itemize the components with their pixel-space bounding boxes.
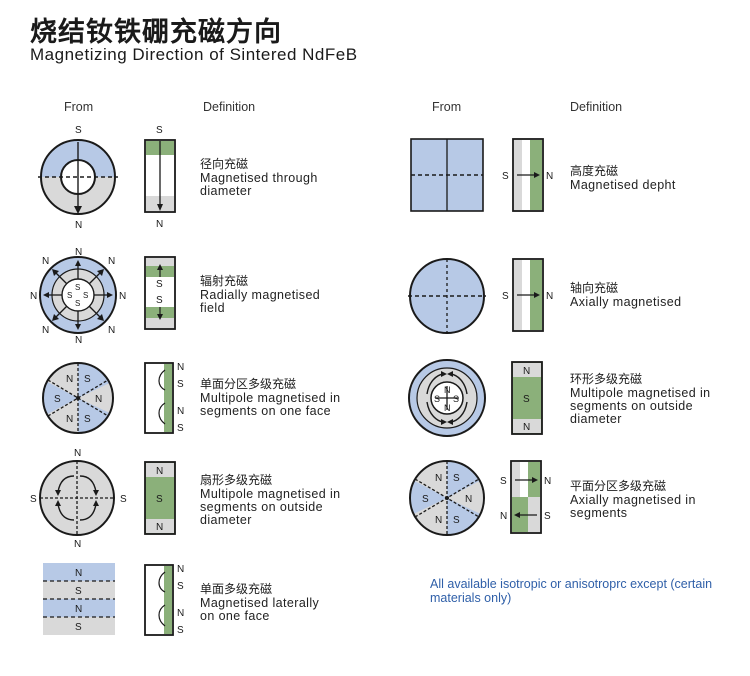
pole-label-s: S <box>544 511 551 522</box>
side-view-multipole-one-face: N S N S <box>144 362 184 434</box>
pole-label-s: S <box>453 473 460 484</box>
pole-label-s: S <box>67 291 72 300</box>
pole-label-s: S <box>500 476 507 487</box>
pole-label-n: N <box>523 422 530 433</box>
side-view-lateral-one-face: N S N S <box>144 564 184 636</box>
pole-label-s: S <box>30 494 37 505</box>
item-label-multipole-sector: 扇形多级充磁 Multipole magnetised in segments … <box>200 473 341 527</box>
pole-label-n: N <box>444 403 451 413</box>
pole-label-s: S <box>177 379 184 390</box>
diagram-radial-through-diameter: S N <box>38 125 118 231</box>
pole-label-n: N <box>95 394 102 405</box>
pole-label-s: S <box>177 581 184 592</box>
pole-label-s: S <box>422 494 429 505</box>
pole-label-n: N <box>108 325 115 336</box>
diagram-multipole-one-face: N S S N N S <box>42 362 114 434</box>
pole-label-n: N <box>30 291 37 302</box>
header-from-left: From <box>64 100 94 114</box>
pole-label-n: N <box>177 362 184 373</box>
page-title-cn: 烧结钕铁硼充磁方向 <box>30 17 282 48</box>
pole-label-s: S <box>75 283 80 292</box>
item-label-ring-multipole: 环形多级充磁 Multipole magnetised in segments … <box>570 372 711 426</box>
page-title-en: Magnetizing Direction of Sintered NdFeB <box>30 45 358 64</box>
pole-label-n: N <box>177 564 184 575</box>
item-label-multipole-one-face: 单面分区多级充磁 Multipole magnetised in segment… <box>200 377 341 418</box>
pole-label-n: N <box>177 406 184 417</box>
pole-label-n: N <box>74 539 81 550</box>
pole-label-s: S <box>75 622 82 633</box>
pole-label-n: N <box>156 466 163 477</box>
side-view-multipole-sector: N S N <box>144 461 176 535</box>
pole-label-n: N <box>75 247 82 258</box>
pole-label-s: S <box>156 494 163 505</box>
pole-label-n: N <box>523 366 530 377</box>
item-label-depth: 高度充磁 Magnetised depht <box>570 164 676 192</box>
pole-label-n: N <box>156 522 163 533</box>
header-from-right: From <box>432 100 462 114</box>
pole-label-s: S <box>434 394 440 404</box>
side-view-axial: S N <box>502 258 553 332</box>
pole-label-n: N <box>42 256 49 267</box>
side-view-radial-field: S S <box>144 256 176 330</box>
pole-label-n: N <box>66 374 73 385</box>
pole-label-n: N <box>75 604 82 615</box>
pole-label-n: N <box>75 568 82 579</box>
pole-label-n: N <box>108 256 115 267</box>
pole-label-s: S <box>453 515 460 526</box>
pole-label-s: S <box>84 374 91 385</box>
diagram-lateral-one-face: N S N S <box>43 563 115 635</box>
pole-label-s: S <box>177 423 184 434</box>
pole-label-s: S <box>156 125 163 136</box>
side-view-depth: S N <box>502 138 553 212</box>
item-label-lateral-one-face: 单面多级充磁 Magnetised laterally on one face <box>200 582 320 623</box>
pole-label-n: N <box>544 476 551 487</box>
pole-label-s: S <box>75 299 80 308</box>
diagram-radial-field: S S S S N N N N N N N N <box>30 247 126 346</box>
pole-label-n: N <box>156 219 163 230</box>
pole-label-n: N <box>500 511 507 522</box>
side-view-radial-through-diameter: S N <box>144 125 176 230</box>
pole-label-s: S <box>523 394 530 405</box>
pole-label-n: N <box>42 325 49 336</box>
pole-label-n: N <box>177 608 184 619</box>
item-label-axial-segments: 平面分区多级充磁 Axially magnetised in segments <box>570 479 696 520</box>
pole-label-s: S <box>502 291 509 302</box>
pole-label-n: N <box>74 448 81 459</box>
pole-label-s: S <box>502 171 509 182</box>
item-label-radial-field: 辐射充磁 Radially magnetised field <box>200 274 321 315</box>
diagram-multipole-sector: N N S S <box>30 448 127 550</box>
diagram-axial <box>408 258 486 334</box>
pole-label-s: S <box>453 394 459 404</box>
pole-label-n: N <box>546 171 553 182</box>
item-label-radial-through-diameter: 径向充磁 Magnetised through diameter <box>200 157 318 198</box>
pole-label-s: S <box>120 494 127 505</box>
pole-label-n: N <box>435 515 442 526</box>
side-view-ring-multipole: N S N <box>511 361 543 435</box>
pole-label-s: S <box>83 291 88 300</box>
pole-label-s: S <box>177 625 184 636</box>
pole-label-s: S <box>156 295 163 306</box>
pole-label-n: N <box>465 494 472 505</box>
pole-label-n: N <box>435 473 442 484</box>
pole-label-n: N <box>75 220 82 231</box>
pole-label-s: S <box>75 586 82 597</box>
availability-note: All available isotropic or anisotroprc e… <box>430 577 713 605</box>
diagram-axial-segments: N S S N N S <box>409 460 485 536</box>
pole-label-n: N <box>66 414 73 425</box>
diagram-ring-multipole: N S S N <box>408 359 486 437</box>
pole-label-n: N <box>444 385 451 395</box>
pole-label-n: N <box>546 291 553 302</box>
pole-label-n: N <box>119 291 126 302</box>
pole-label-s: S <box>54 394 61 405</box>
diagram-depth <box>410 138 484 212</box>
pole-label-s: S <box>75 125 82 136</box>
item-label-axial: 轴向充磁 Axially magnetised <box>570 281 682 309</box>
side-view-axial-segments: S N N S <box>500 460 551 534</box>
pole-label-s: S <box>84 414 91 425</box>
pole-label-n: N <box>75 335 82 346</box>
header-definition-left: Definition <box>203 100 256 114</box>
header-definition-right: Definition <box>570 100 623 114</box>
pole-label-s: S <box>156 279 163 290</box>
